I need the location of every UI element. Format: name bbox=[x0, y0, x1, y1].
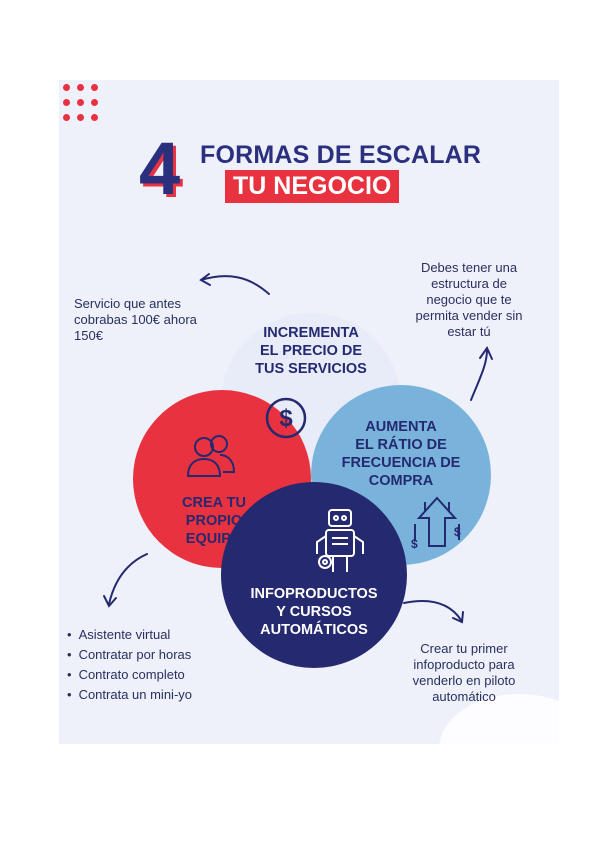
list-item: Asistente virtual bbox=[67, 625, 192, 645]
page-title-line1: FORMAS DE ESCALAR bbox=[200, 141, 482, 169]
team-people-icon bbox=[186, 435, 236, 477]
note-business-structure: Debes tener una estructura de negocio qu… bbox=[415, 260, 523, 339]
svg-text:$: $ bbox=[279, 405, 293, 432]
svg-text:$: $ bbox=[454, 525, 461, 539]
circle-bottom-text: INFOPRODUCTOS Y CURSOS AUTOMÁTICOS bbox=[250, 586, 378, 638]
arrow-to-bullets bbox=[108, 553, 148, 605]
team-options-list: Asistente virtual Contratar por horas Co… bbox=[67, 625, 192, 705]
dot-grid-decoration bbox=[63, 84, 103, 126]
page-title-line2-highlight: TU NEGOCIO bbox=[225, 170, 400, 203]
circle-infoproducts bbox=[221, 482, 407, 668]
infographic-card: 4 FORMAS DE ESCALAR TU NEGOCIO INCREMENT… bbox=[59, 80, 559, 744]
arrow-to-top-right-note bbox=[470, 349, 488, 401]
circle-top-text: INCREMENTA EL PRECIO DE TUS SERVICIOS bbox=[255, 325, 367, 377]
list-item: Contrato completo bbox=[67, 665, 192, 685]
circle-right-text: AUMENTA EL RÁTIO DE FRECUENCIA DE COMPRA bbox=[341, 419, 461, 489]
svg-text:$: $ bbox=[411, 537, 418, 550]
title-number: 4 bbox=[139, 127, 181, 210]
note-first-infoproduct: Crear tu primer infoproducto para vender… bbox=[412, 641, 516, 704]
list-item: Contrata un mini-yo bbox=[67, 685, 192, 705]
list-item: Contratar por horas bbox=[67, 645, 192, 665]
note-price-example: Servicio que antes cobrabas 100€ ahora 1… bbox=[74, 296, 197, 343]
robot-icon bbox=[316, 509, 364, 572]
dollar-coin-icon: $ bbox=[265, 397, 307, 439]
connector-arrows bbox=[103, 273, 493, 624]
arrow-to-bottom-right-note bbox=[403, 600, 462, 621]
arrow-to-top-left-note bbox=[200, 275, 270, 295]
circle-left-text: CREA TU PROPIO EQUIPO bbox=[182, 495, 246, 547]
growth-arrow-icon: $ $ bbox=[411, 496, 461, 550]
